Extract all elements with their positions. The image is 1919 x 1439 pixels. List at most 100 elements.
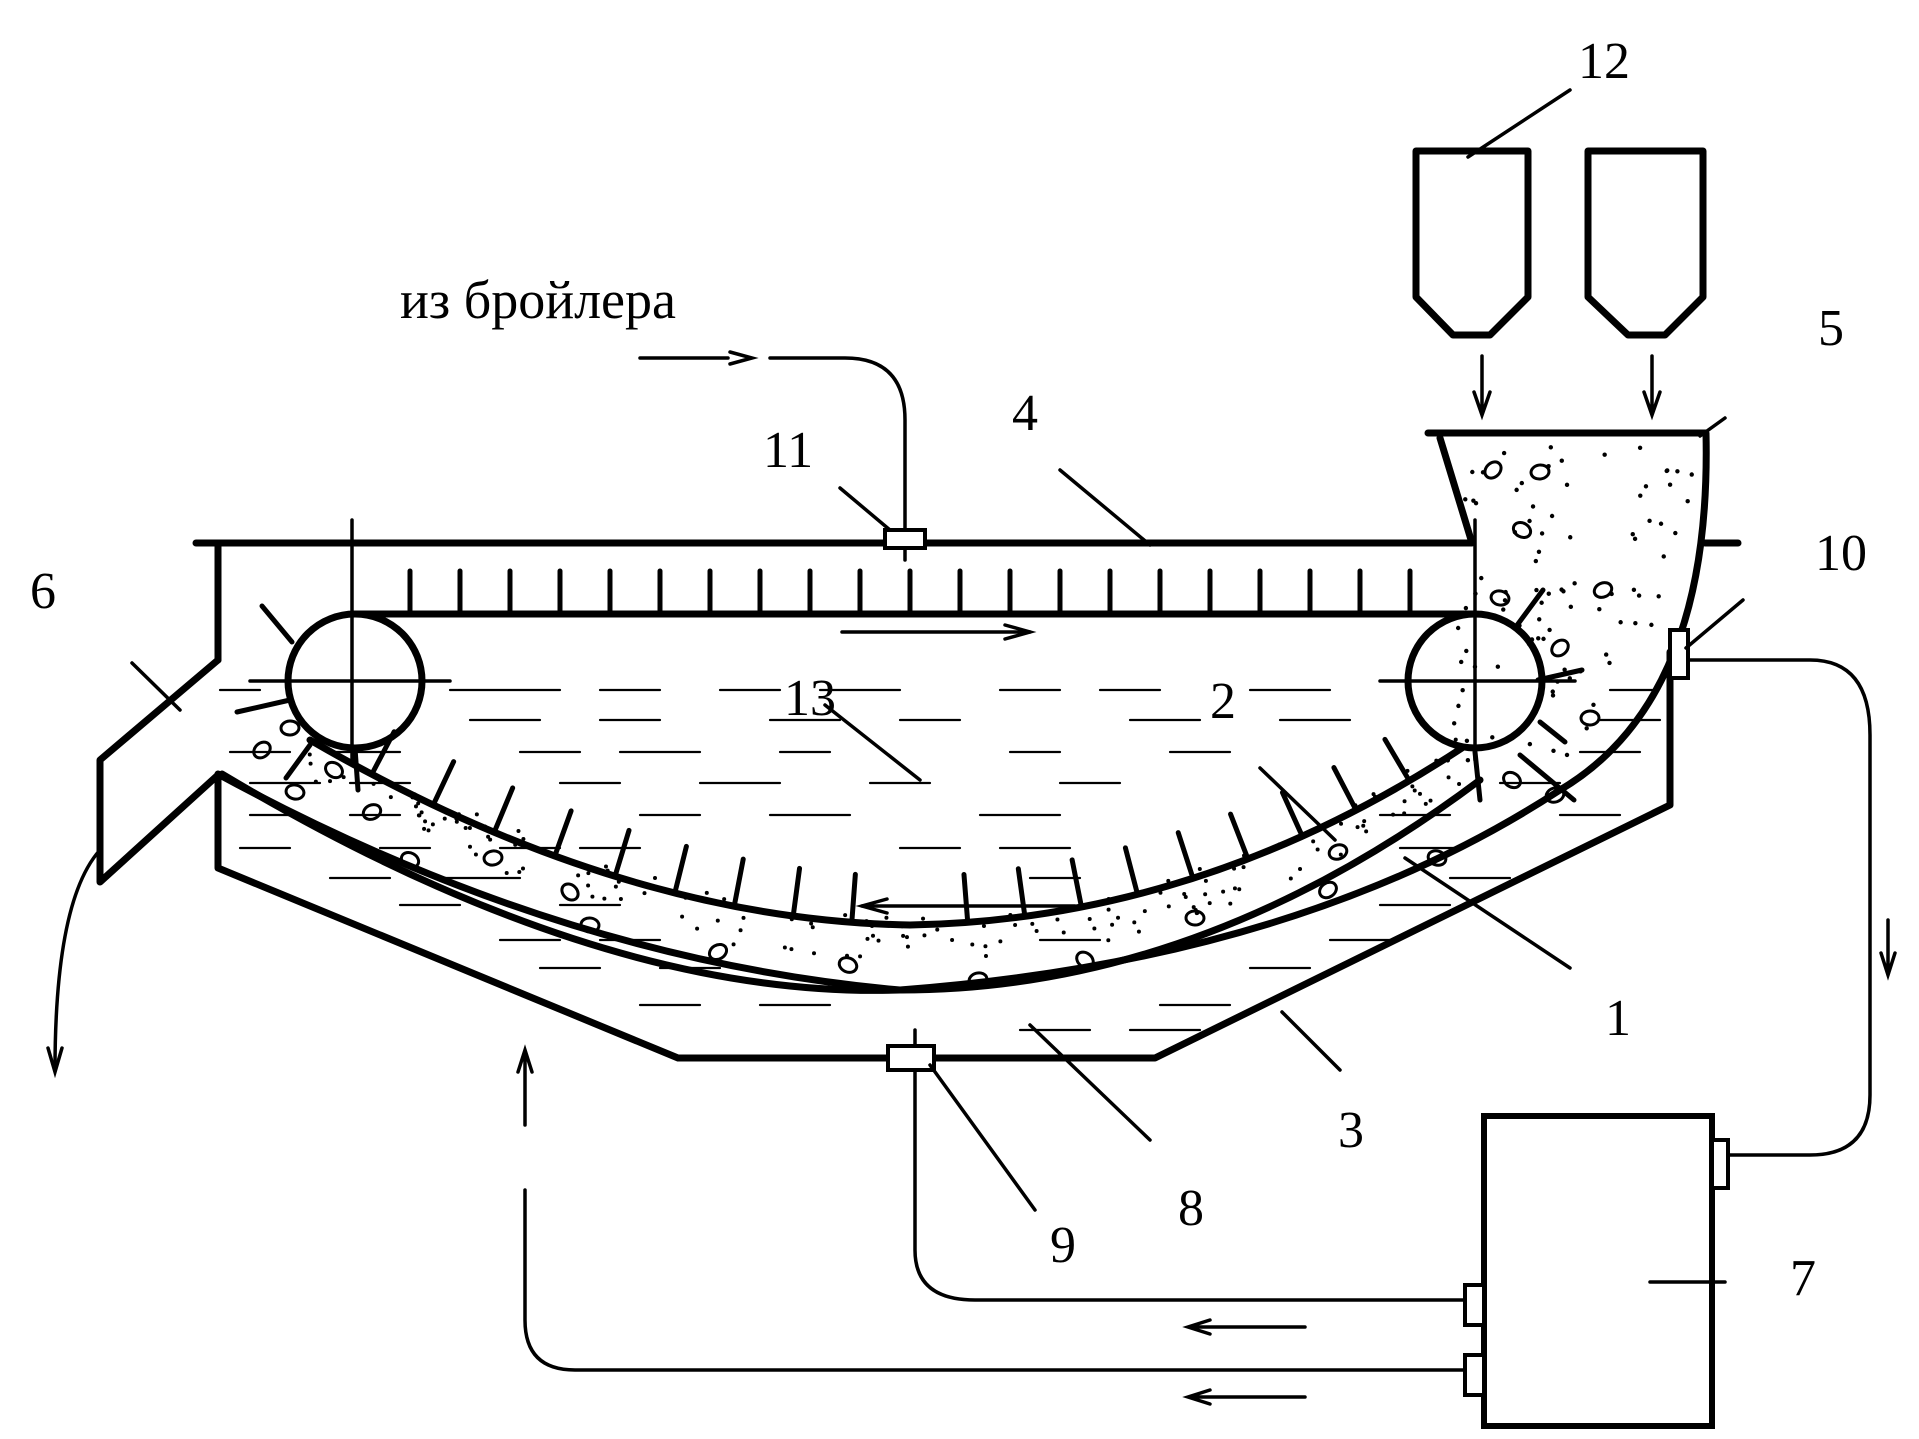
sand-dot <box>989 919 993 923</box>
sand-dot <box>1527 519 1531 523</box>
sand-dot <box>865 937 869 941</box>
sand-dot <box>812 951 816 955</box>
leader-13 <box>825 705 920 780</box>
sand-dot <box>1464 606 1468 610</box>
discharge-chute-outline <box>100 660 218 882</box>
sand-dot <box>1597 607 1601 611</box>
sand-dot <box>1633 621 1637 625</box>
sand-dot <box>1546 464 1550 468</box>
sand-dot <box>1356 825 1360 829</box>
sand-dot <box>722 897 726 901</box>
sand-dot <box>1632 588 1636 592</box>
granule <box>361 802 383 822</box>
sand-dot <box>684 896 688 900</box>
sand-dot <box>1316 848 1320 852</box>
sand-dot <box>1675 469 1679 473</box>
sand-dot <box>984 954 988 958</box>
lower-paddle <box>1231 814 1248 859</box>
sand-dot <box>517 870 521 874</box>
caption-from-broiler: из бройлера <box>400 270 676 330</box>
sand-dot <box>464 826 468 830</box>
sand-dot <box>905 935 909 939</box>
sand-dot <box>1659 522 1663 526</box>
sand-dot <box>1528 742 1532 746</box>
discharge-flow-line <box>55 850 100 1070</box>
sand-dot <box>1339 853 1343 857</box>
granule <box>483 850 503 867</box>
label-2: 2 <box>1210 673 1236 730</box>
lower-paddle <box>494 788 512 832</box>
label-12: 12 <box>1578 33 1630 90</box>
sand-dot <box>843 913 847 917</box>
sand-dot <box>1618 620 1622 624</box>
granule <box>285 783 306 800</box>
sand-dot <box>1429 799 1433 803</box>
overflow-nozzle <box>1670 630 1688 678</box>
sand-dot <box>1184 895 1188 899</box>
sand-dot <box>1062 930 1066 934</box>
sand-dot <box>505 871 509 875</box>
sand-dot <box>858 954 862 958</box>
sand-dot <box>1662 554 1666 558</box>
sand-dot <box>1555 679 1559 683</box>
sand-dot <box>921 917 925 921</box>
sand-dot <box>1362 819 1366 823</box>
sand-dot <box>871 934 875 938</box>
leader-6 <box>132 663 180 710</box>
sand-dot <box>900 924 904 928</box>
bunkers <box>1416 151 1703 415</box>
sand-dot <box>1609 592 1613 596</box>
lower-paddle <box>1334 768 1356 811</box>
tank-top-cover <box>196 438 1472 543</box>
sand-dot <box>1538 661 1542 665</box>
sand-dot <box>457 812 461 816</box>
sand-dot <box>1578 669 1582 673</box>
sand-dot <box>1685 499 1689 503</box>
lower-paddle <box>852 874 856 922</box>
lower-paddle <box>734 859 743 906</box>
sand-dot <box>1364 829 1368 833</box>
sand-dot <box>1550 514 1554 518</box>
granule <box>1482 459 1505 482</box>
sand-dot <box>1537 617 1541 621</box>
sand-dot <box>1638 446 1642 450</box>
label-8: 8 <box>1178 1180 1204 1237</box>
sand-dot <box>1536 636 1540 640</box>
sand-dot <box>615 876 619 880</box>
sand-dot <box>423 819 427 823</box>
sand-dot <box>521 837 525 841</box>
sand-dot <box>1405 769 1409 773</box>
sand-dot <box>1541 637 1545 641</box>
sand-dot <box>1607 661 1611 665</box>
sand-dot <box>742 916 746 920</box>
sand-dot <box>783 945 787 949</box>
sand-dot <box>1565 753 1569 757</box>
label-6: 6 <box>30 563 56 620</box>
sand-dot <box>1591 703 1595 707</box>
sand-dot <box>906 945 910 949</box>
sand-dot <box>1471 498 1475 502</box>
drain-return-arrow <box>1188 1320 1305 1334</box>
sand-dot <box>1514 488 1518 492</box>
sand-dot <box>1208 901 1212 905</box>
sand-dot <box>1228 902 1232 906</box>
sand-dot <box>1143 909 1147 913</box>
processing-unit-box <box>1484 1116 1712 1426</box>
sand-dot <box>1454 738 1458 742</box>
bunker-right <box>1588 151 1703 335</box>
steam-arrow-head <box>730 352 752 364</box>
label-5: 5 <box>1818 300 1844 357</box>
lower-paddle <box>1072 860 1081 907</box>
sand-dot <box>1584 726 1588 730</box>
sand-dot <box>1568 535 1572 539</box>
label-7: 7 <box>1790 1250 1816 1307</box>
lower-paddle <box>1125 848 1137 894</box>
overflow-line <box>1670 630 1895 1155</box>
label-1: 1 <box>1605 990 1631 1047</box>
granule <box>1549 637 1572 659</box>
sand-dot <box>1517 623 1521 627</box>
sand-dot <box>443 817 447 821</box>
drum-paddles <box>237 590 1582 800</box>
left-drum-axis <box>250 520 450 760</box>
sand-dot <box>614 885 618 889</box>
